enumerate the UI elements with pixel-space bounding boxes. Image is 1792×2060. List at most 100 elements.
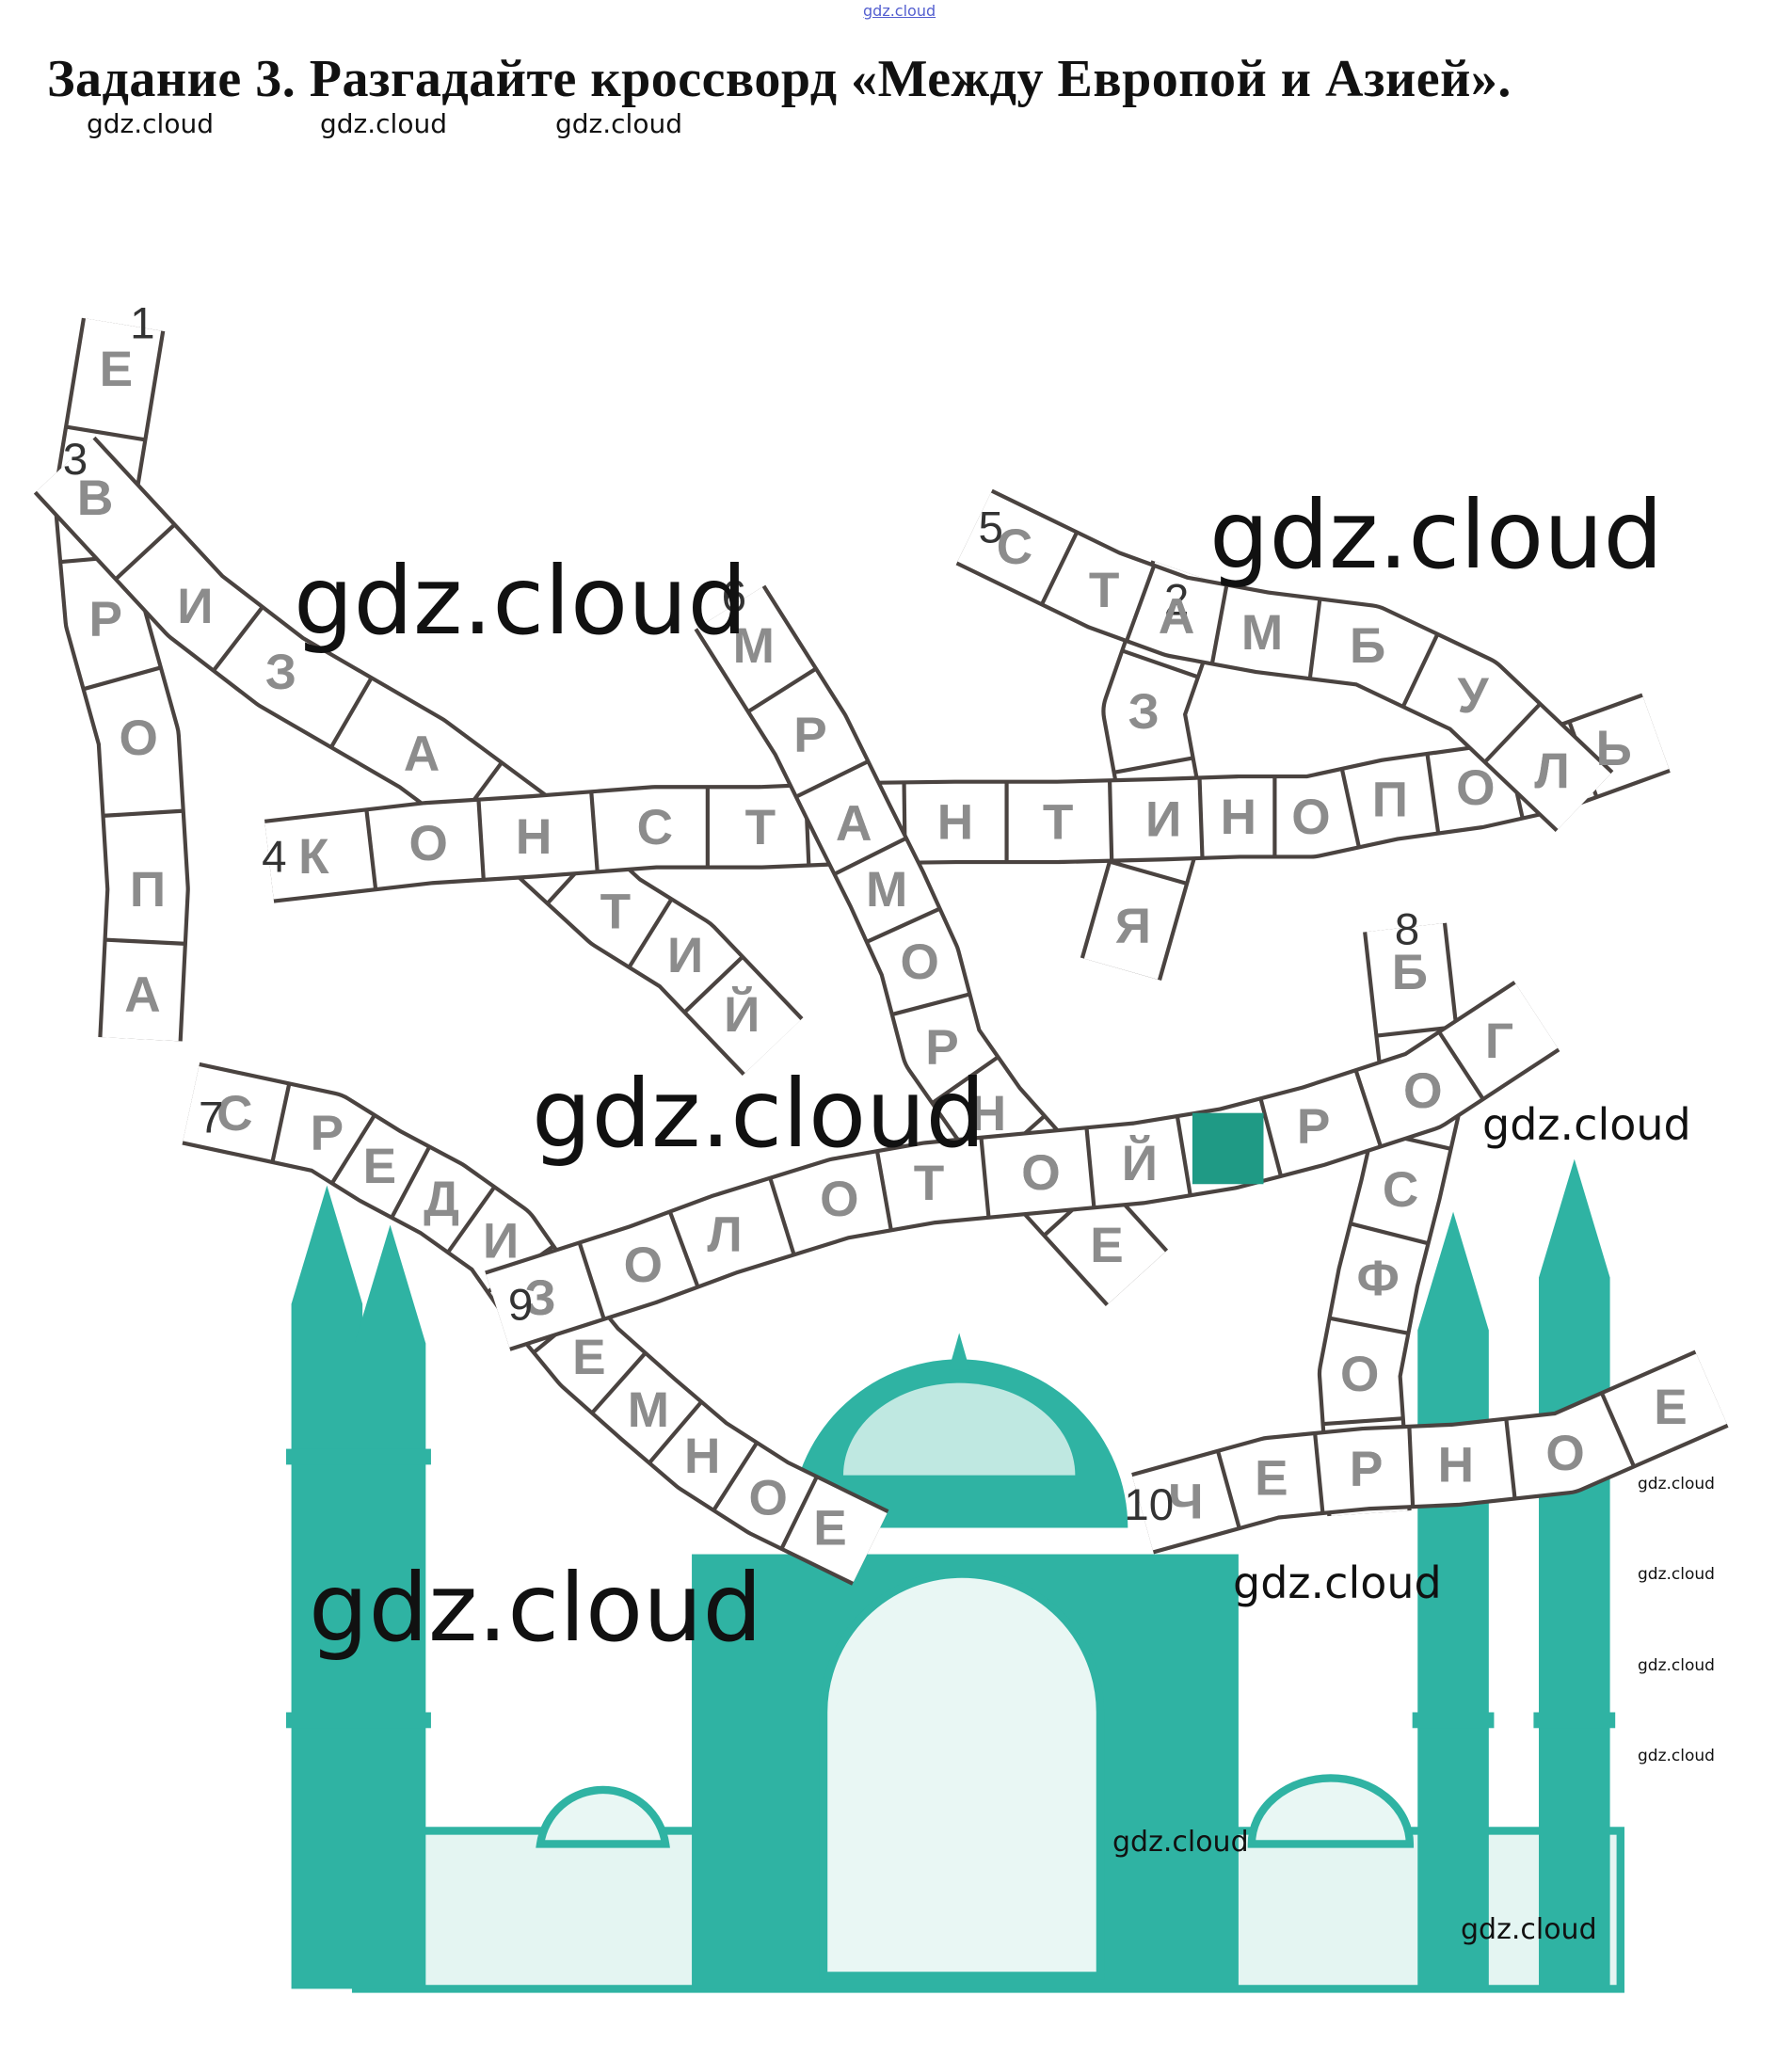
- cell-divider: [667, 1210, 700, 1288]
- cell-divider: [1120, 648, 1200, 679]
- minaret-balcony: [349, 1712, 431, 1729]
- small-dome-left: [536, 1785, 670, 1848]
- crossword-letter: Р: [1350, 1442, 1383, 1497]
- clue-number: 1: [130, 299, 154, 349]
- cell-divider: [1504, 1417, 1517, 1500]
- mosque-illustration: [285, 1158, 1624, 1993]
- crossword-letter: Т: [600, 885, 631, 940]
- crossword-letter: Л: [1534, 743, 1569, 799]
- crossword-letter: П: [130, 862, 166, 918]
- crossword-letter: Т: [1089, 563, 1119, 618]
- clue-number: 10: [1124, 1480, 1174, 1530]
- cell-divider: [1197, 776, 1205, 859]
- page-title: Задание 3. Разгадайте кроссворд «Между Е…: [47, 50, 1512, 108]
- crossword-letter: Н: [516, 809, 552, 865]
- cell-divider: [627, 897, 674, 969]
- watermark: gdz.cloud: [1638, 1475, 1715, 1493]
- crossword-letter: Е: [100, 342, 133, 397]
- watermark: gdz.cloud: [1638, 1656, 1715, 1675]
- crossword-letter: Р: [311, 1106, 344, 1161]
- crossword-letter: З: [1128, 684, 1159, 740]
- crossword-letter: Й: [724, 985, 760, 1043]
- crossword-letter: И: [177, 579, 213, 634]
- crossword-letter: О: [1021, 1145, 1060, 1201]
- crossword-letter: И: [1145, 792, 1181, 848]
- word-strip-3: [33, 436, 804, 1077]
- crossword-letter: Г: [1485, 1014, 1513, 1069]
- cell-divider: [1175, 1115, 1192, 1197]
- crossword-letter: К: [298, 829, 329, 885]
- cell-divider: [1425, 753, 1441, 835]
- crossword-letter: М: [733, 618, 775, 674]
- cell-divider: [768, 1176, 796, 1256]
- crossword-letter: В: [77, 471, 113, 526]
- watermark: gdz.cloud: [1112, 1826, 1249, 1859]
- minaret-balcony: [349, 1448, 431, 1465]
- crossword-letter: Е: [813, 1501, 846, 1557]
- crossword-letter: О: [820, 1172, 858, 1227]
- clue-number: 8: [1395, 905, 1419, 955]
- minaret: [1539, 1158, 1610, 1989]
- crossword-letter: Л: [1534, 743, 1569, 799]
- crossword-letter: О: [749, 1471, 788, 1526]
- crossword-letter: П: [1372, 773, 1408, 828]
- crossword-letter: С: [997, 519, 1032, 575]
- cell-divider: [1209, 583, 1229, 665]
- crossword-letter: М: [1241, 605, 1283, 661]
- cell-divider: [979, 1136, 991, 1219]
- crossword-letter: Р: [1350, 1442, 1383, 1497]
- crossword-letter: И: [667, 928, 703, 983]
- cell-divider: [1084, 1126, 1096, 1209]
- crossword-letter: Р: [925, 1020, 958, 1076]
- cell-divider: [1328, 1316, 1410, 1335]
- cell-divider: [865, 906, 942, 945]
- watermark: gdz.cloud: [1233, 1557, 1442, 1608]
- crossword-letter: Н: [970, 1086, 1006, 1142]
- watermark: gdz.cloud: [294, 546, 748, 656]
- cell-divider: [577, 1241, 606, 1321]
- clue-number: 4: [262, 833, 286, 883]
- watermark-top[interactable]: gdz.cloud: [863, 2, 936, 20]
- cell-divider: [1215, 1449, 1242, 1530]
- watermark: gdz.cloud: [1461, 1913, 1597, 1946]
- cell-divider: [1108, 859, 1189, 886]
- crossword-letter: О: [1456, 760, 1495, 816]
- mosque-dome-top: [843, 1382, 1076, 1476]
- cell-divider: [113, 522, 177, 582]
- crossword-letter: Т: [914, 1156, 944, 1211]
- watermark: gdz.cloud: [1638, 1565, 1715, 1584]
- cell-divider: [647, 1399, 704, 1465]
- word-strip-10: [1131, 1349, 1729, 1555]
- cell-divider: [874, 1150, 894, 1232]
- strip-fill: [264, 696, 1670, 900]
- crossword-letter: Т: [745, 800, 776, 855]
- shaded-cell: [1192, 1112, 1264, 1185]
- crossword-letter: М: [628, 1382, 669, 1438]
- cell-divider: [1482, 701, 1543, 764]
- crossword-letter: Е: [1090, 1218, 1123, 1273]
- clue-number: 7: [199, 1094, 223, 1143]
- word-strip-1: [53, 317, 190, 1042]
- crossword-letter: Е: [572, 1330, 605, 1385]
- crossword-letter: С: [637, 800, 673, 855]
- cell-divider: [1407, 1426, 1416, 1508]
- crossword-letter: О: [120, 711, 158, 766]
- watermark: gdz.cloud: [1482, 1099, 1691, 1150]
- crossword-letter: О: [901, 934, 939, 990]
- crossword-letter: О: [1021, 1145, 1060, 1201]
- crossword-letter: Н: [516, 809, 552, 865]
- crossword-letter: Р: [793, 708, 826, 763]
- crossword-letter: У: [1457, 668, 1489, 724]
- crossword-letter: З: [524, 1270, 555, 1326]
- crossword-letter: А: [1159, 589, 1194, 645]
- crossword-letter: Т: [1043, 795, 1073, 851]
- crossword-letter: Е: [1255, 1451, 1288, 1507]
- cell-divider: [1599, 1391, 1637, 1468]
- cell-divider: [364, 808, 378, 891]
- watermark: gdz.cloud: [309, 1553, 763, 1663]
- cell-divider: [1112, 756, 1194, 775]
- cell-divider: [832, 836, 908, 877]
- crossword-letter: Й: [1122, 1134, 1158, 1191]
